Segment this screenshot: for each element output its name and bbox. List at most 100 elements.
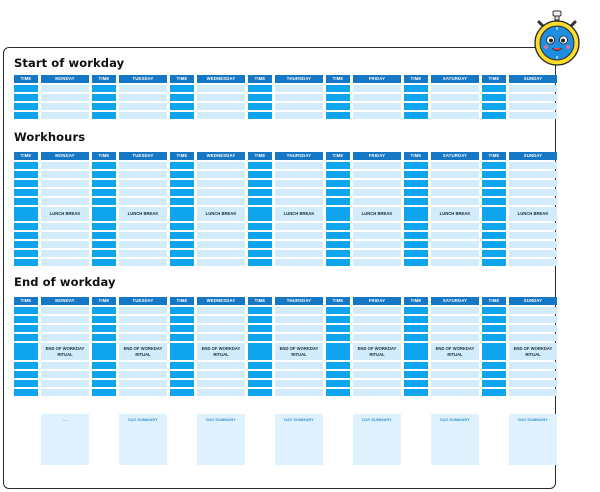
time-slot[interactable] [404,259,428,266]
time-slot[interactable] [170,223,194,230]
time-slot[interactable] [14,259,38,266]
end-of-workday-ritual-slot[interactable]: END OF WORKDAY RITUAL [509,343,557,360]
day-slot[interactable] [41,362,89,369]
day-slot[interactable] [509,94,557,101]
time-slot[interactable] [404,103,428,110]
time-slot[interactable] [14,112,38,119]
time-slot[interactable] [482,316,506,323]
day-slot[interactable] [509,232,557,239]
time-slot[interactable] [170,171,194,178]
time-slot[interactable] [326,343,350,360]
day-slot[interactable] [509,316,557,323]
day-summary-thursday[interactable]: DAY SUMMARY [275,414,323,465]
day-slot[interactable] [197,103,245,110]
day-slot[interactable] [119,85,167,92]
time-slot[interactable] [14,94,38,101]
day-slot[interactable] [353,389,401,396]
day-slot[interactable] [197,85,245,92]
day-slot[interactable] [275,232,323,239]
day-slot[interactable] [119,94,167,101]
time-slot[interactable] [404,94,428,101]
time-slot[interactable] [92,241,116,248]
day-slot[interactable] [509,180,557,187]
day-slot[interactable] [197,389,245,396]
day-slot[interactable] [119,198,167,205]
day-slot[interactable] [431,334,479,341]
day-slot[interactable] [509,259,557,266]
time-slot[interactable] [170,316,194,323]
time-slot[interactable] [14,85,38,92]
day-slot[interactable] [275,85,323,92]
day-slot[interactable] [431,85,479,92]
day-slot[interactable] [275,241,323,248]
day-slot[interactable] [353,189,401,196]
time-slot[interactable] [14,316,38,323]
time-slot[interactable] [170,241,194,248]
day-slot[interactable] [275,259,323,266]
end-of-workday-ritual-slot[interactable]: END OF WORKDAY RITUAL [197,343,245,360]
day-slot[interactable] [275,223,323,230]
day-slot[interactable] [119,259,167,266]
day-slot[interactable] [353,362,401,369]
time-slot[interactable] [326,241,350,248]
time-slot[interactable] [482,232,506,239]
day-slot[interactable] [197,232,245,239]
time-slot[interactable] [248,112,272,119]
time-slot[interactable] [248,232,272,239]
day-slot[interactable] [275,103,323,110]
lunch-break-slot[interactable]: LUNCH BREAK [41,207,89,221]
time-slot[interactable] [248,389,272,396]
time-slot[interactable] [482,223,506,230]
time-slot[interactable] [482,189,506,196]
time-slot[interactable] [404,112,428,119]
time-slot[interactable] [404,241,428,248]
time-slot[interactable] [404,334,428,341]
day-slot[interactable] [119,325,167,332]
day-slot[interactable] [431,241,479,248]
time-slot[interactable] [92,85,116,92]
time-slot[interactable] [170,380,194,387]
day-slot[interactable] [509,223,557,230]
day-slot[interactable] [275,334,323,341]
time-slot[interactable] [170,362,194,369]
time-slot[interactable] [404,371,428,378]
time-slot[interactable] [482,162,506,169]
time-slot[interactable] [248,316,272,323]
day-slot[interactable] [119,380,167,387]
time-slot[interactable] [170,371,194,378]
day-slot[interactable] [509,371,557,378]
time-slot[interactable] [482,343,506,360]
time-slot[interactable] [92,198,116,205]
time-slot[interactable] [248,259,272,266]
end-of-workday-ritual-slot[interactable]: END OF WORKDAY RITUAL [275,343,323,360]
time-slot[interactable] [14,334,38,341]
day-slot[interactable] [509,380,557,387]
time-slot[interactable] [248,223,272,230]
day-slot[interactable] [275,380,323,387]
time-slot[interactable] [404,307,428,314]
day-slot[interactable] [431,180,479,187]
day-slot[interactable] [41,232,89,239]
lunch-break-slot[interactable]: LUNCH BREAK [197,207,245,221]
time-slot[interactable] [92,259,116,266]
day-slot[interactable] [119,180,167,187]
time-slot[interactable] [404,223,428,230]
time-slot[interactable] [170,85,194,92]
time-slot[interactable] [170,198,194,205]
time-slot[interactable] [248,325,272,332]
time-slot[interactable] [14,241,38,248]
day-slot[interactable] [353,103,401,110]
day-slot[interactable] [119,334,167,341]
time-slot[interactable] [326,232,350,239]
day-slot[interactable] [431,316,479,323]
time-slot[interactable] [404,85,428,92]
time-slot[interactable] [404,207,428,221]
time-slot[interactable] [326,250,350,257]
time-slot[interactable] [14,171,38,178]
day-slot[interactable] [431,307,479,314]
day-slot[interactable] [197,162,245,169]
time-slot[interactable] [326,334,350,341]
time-slot[interactable] [482,259,506,266]
day-slot[interactable] [275,325,323,332]
day-summary-monday[interactable]: ..... [41,414,89,465]
